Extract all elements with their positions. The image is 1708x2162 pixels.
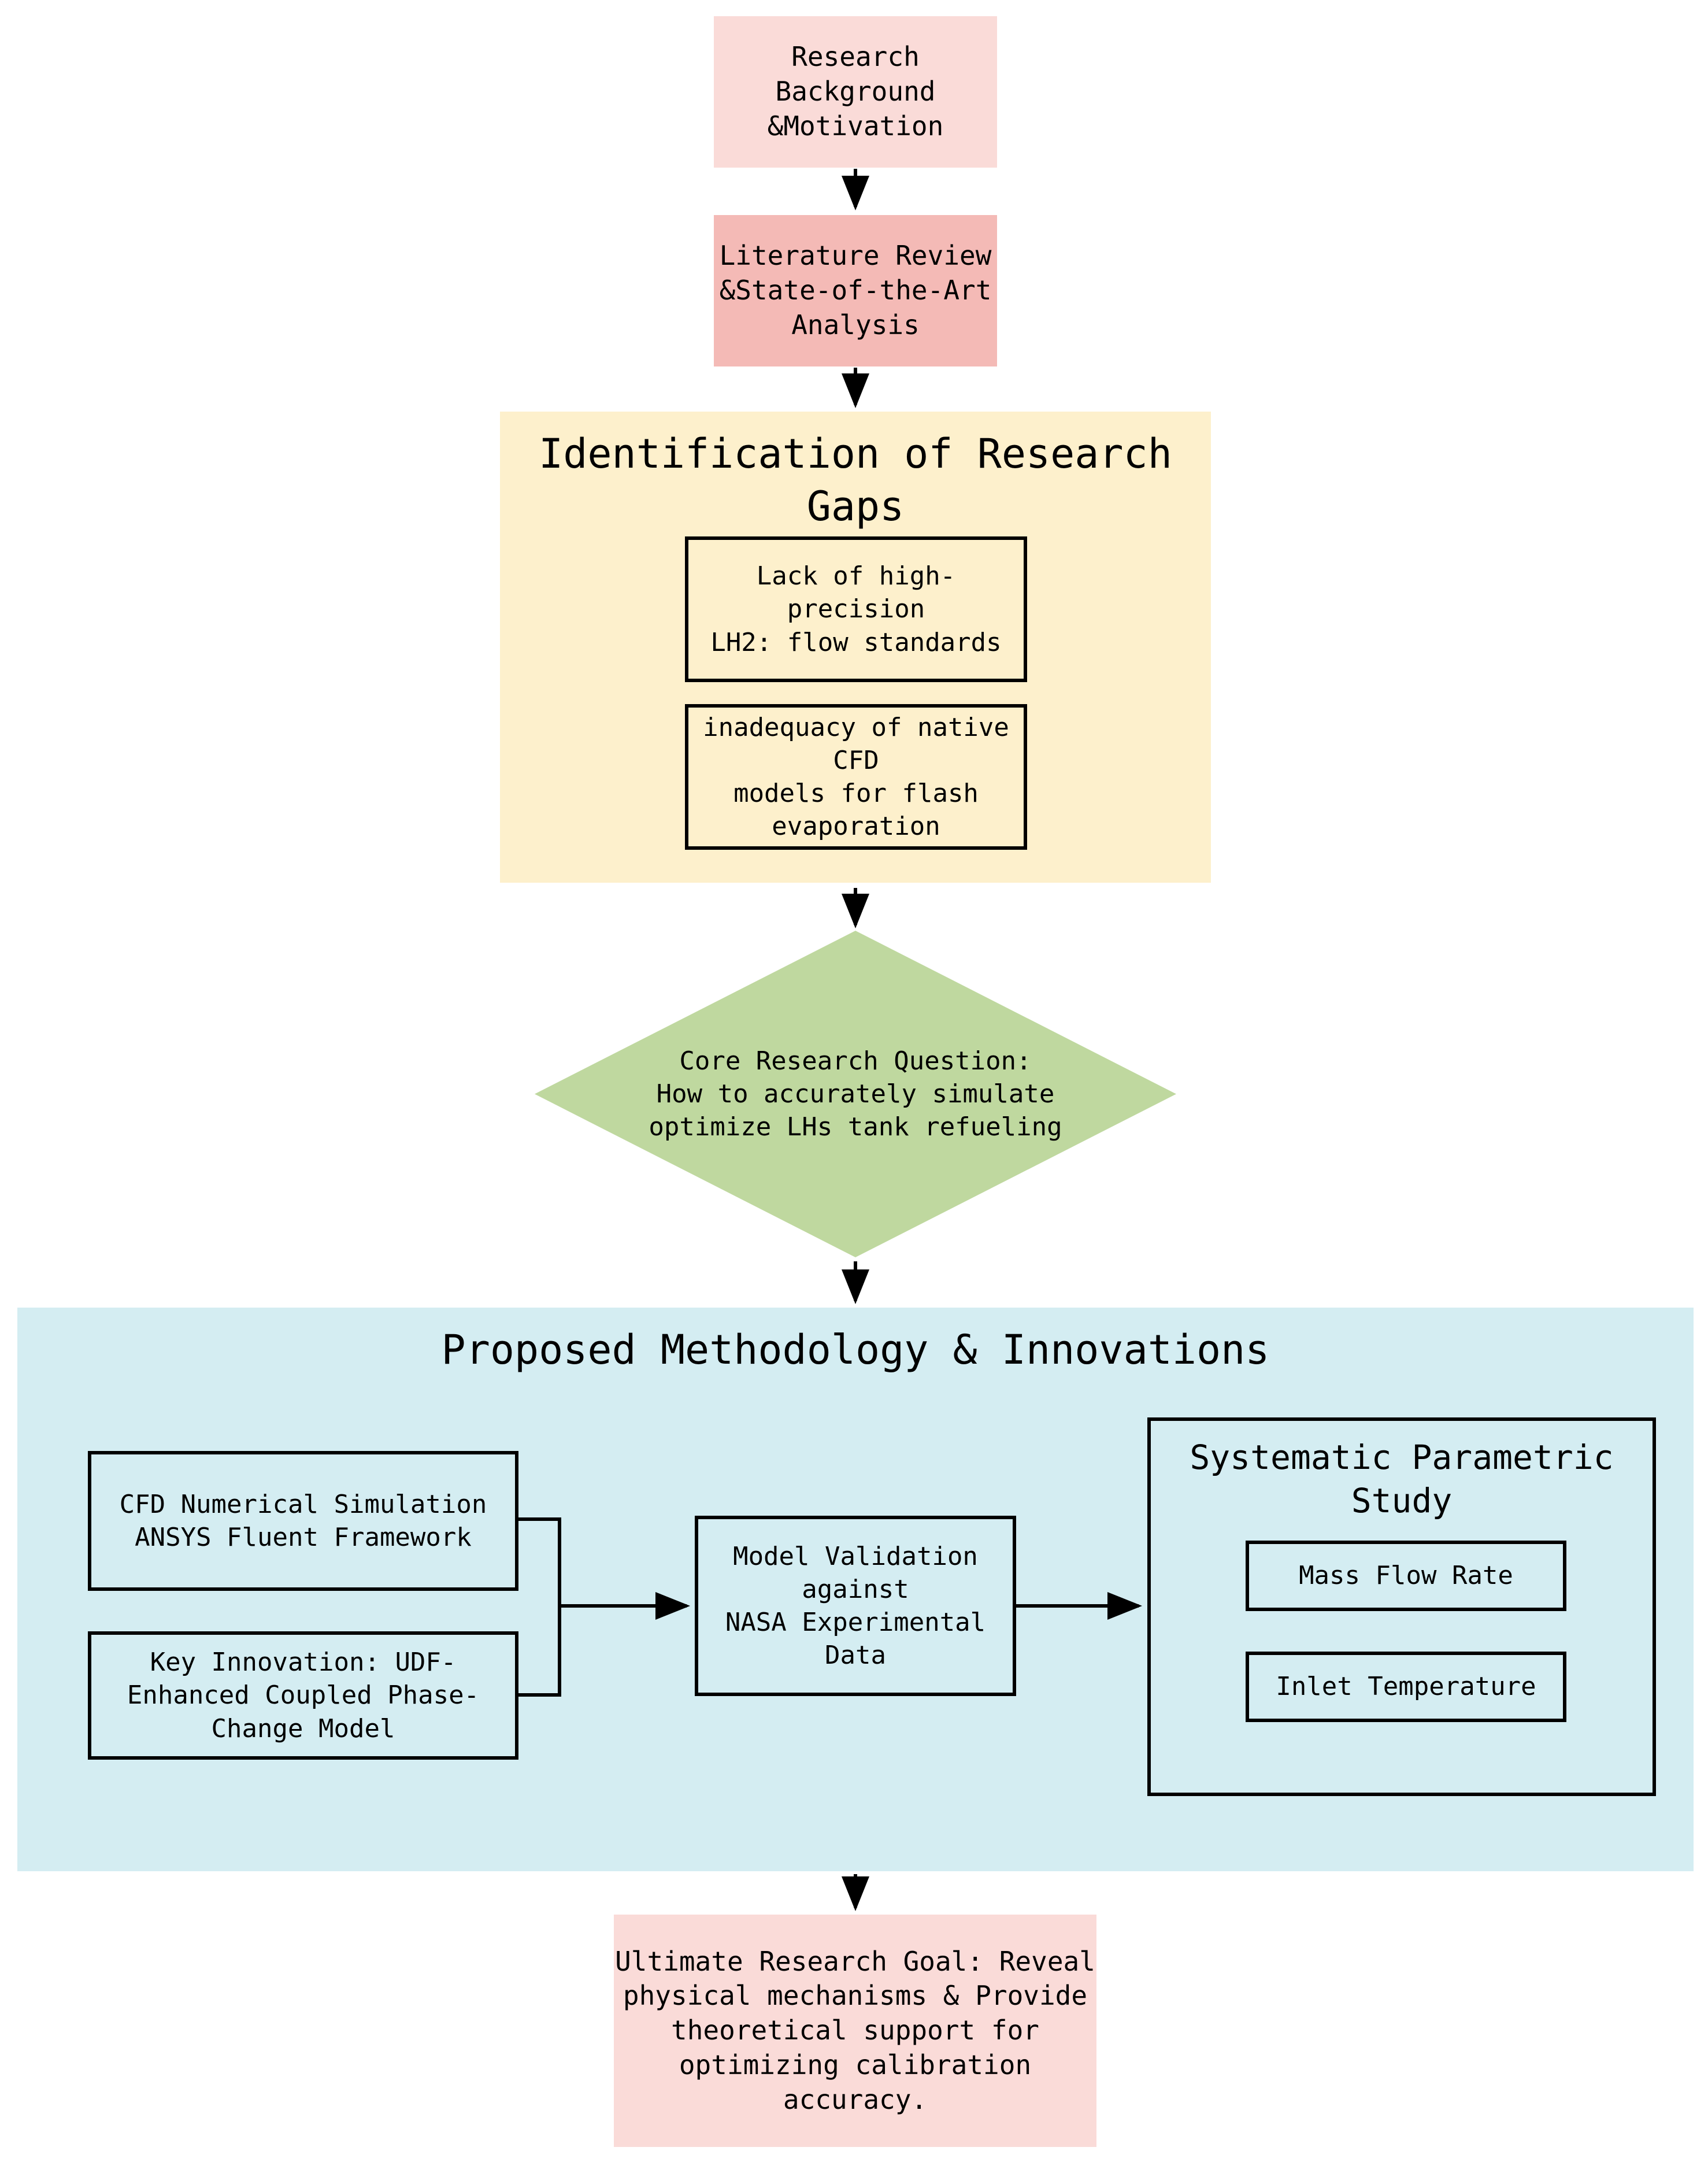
- core-question-shape: [535, 931, 1176, 1257]
- mass-flow-rate-label: Mass Flow Rate: [1299, 1561, 1513, 1591]
- literature-review-label: Literature Review &State-of-the-Art Anal…: [719, 240, 992, 340]
- key-innovation-node: Key Innovation: UDF- Enhanced Coupled Ph…: [88, 1631, 518, 1760]
- gap-lh2-standards-label: Lack of high- precision LH2: flow standa…: [710, 561, 1002, 657]
- model-validation-label: Model Validation against NASA Experiment…: [725, 1541, 986, 1671]
- edge-inputs-to-validation: [518, 1517, 690, 1697]
- research-gaps-group: Identification of Research Gaps: [500, 412, 1211, 883]
- key-innovation-label: Key Innovation: UDF- Enhanced Coupled Ph…: [127, 1648, 480, 1743]
- research-goal-label: Ultimate Research Goal: Reveal physical …: [615, 1945, 1095, 2115]
- core-question-diamond: Core Research Question: How to accuratel…: [535, 931, 1176, 1257]
- methodology-title: Proposed Methodology & Innovations: [441, 1326, 1270, 1374]
- parametric-study-group: Systematic Parametric Study: [1147, 1417, 1656, 1796]
- model-validation-node: Model Validation against NASA Experiment…: [695, 1516, 1016, 1696]
- parametric-study-title: Systematic Parametric Study: [1190, 1438, 1614, 1521]
- research-background-node: Research Background &Motivation: [714, 16, 997, 168]
- cfd-simulation-label: CFD Numerical Simulation ANSYS Fluent Fr…: [119, 1489, 487, 1552]
- research-background-label: Research Background &Motivation: [767, 41, 944, 142]
- inlet-temperature-node: Inlet Temperature: [1246, 1652, 1566, 1722]
- core-question-label: Core Research Question: How to accuratel…: [649, 1046, 1062, 1142]
- gap-lh2-standards-node: Lack of high- precision LH2: flow standa…: [685, 536, 1027, 682]
- research-gaps-title: Identification of Research Gaps: [539, 430, 1172, 530]
- research-goal-node: Ultimate Research Goal: Reveal physical …: [614, 1915, 1096, 2147]
- gap-cfd-models-label: inadequacy of native CFD models for flas…: [703, 712, 1009, 842]
- inlet-temperature-label: Inlet Temperature: [1276, 1672, 1536, 1702]
- mass-flow-rate-node: Mass Flow Rate: [1246, 1541, 1566, 1611]
- cfd-simulation-node: CFD Numerical Simulation ANSYS Fluent Fr…: [88, 1451, 518, 1591]
- gap-cfd-models-node: inadequacy of native CFD models for flas…: [685, 704, 1027, 850]
- literature-review-node: Literature Review &State-of-the-Art Anal…: [714, 215, 997, 366]
